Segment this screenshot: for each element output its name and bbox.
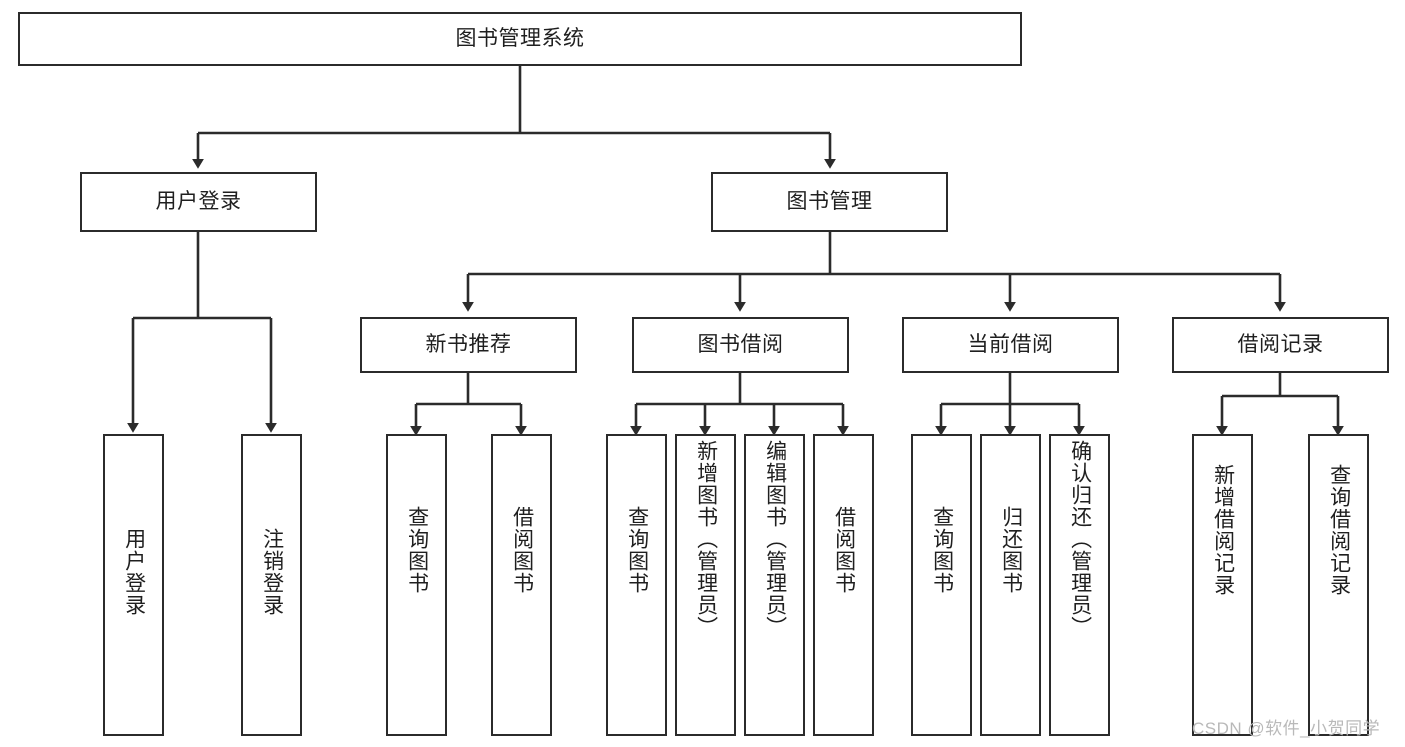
- leaf-query-book-2-label: 查询图书: [625, 506, 649, 594]
- leaf-query-book-3-label: 查询图书: [930, 506, 954, 594]
- leaf-query-book-1[interactable]: 查询图书: [386, 434, 447, 736]
- node-current-borrow-label: 当前借阅: [967, 332, 1054, 356]
- node-book-management[interactable]: 图书管理: [711, 172, 948, 232]
- leaf-confirm-return[interactable]: 确认归还（管理员）: [1049, 434, 1110, 736]
- leaf-edit-book[interactable]: 编辑图书（管理员）: [744, 434, 805, 736]
- node-user-login[interactable]: 用户登录: [80, 172, 317, 232]
- leaf-confirm-return-label: 确认归还（管理员）: [1068, 440, 1092, 638]
- leaf-return-book[interactable]: 归还图书: [980, 434, 1041, 736]
- leaf-borrow-book-2-label: 借阅图书: [832, 506, 856, 594]
- watermark: CSDN @软件_小贺同学: [1192, 719, 1381, 738]
- leaf-query-record-label: 查询借阅记录: [1327, 464, 1351, 596]
- leaf-query-book-3[interactable]: 查询图书: [911, 434, 972, 736]
- leaf-user-login[interactable]: 用户登录: [103, 434, 164, 736]
- leaf-add-record[interactable]: 新增借阅记录: [1192, 434, 1253, 736]
- leaf-add-record-label: 新增借阅记录: [1211, 464, 1235, 596]
- node-root-label: 图书管理系统: [455, 26, 585, 50]
- node-user-login-label: 用户登录: [155, 189, 242, 213]
- node-borrow-record-label: 借阅记录: [1237, 332, 1324, 356]
- node-borrow-record[interactable]: 借阅记录: [1172, 317, 1389, 373]
- leaf-edit-book-label: 编辑图书（管理员）: [763, 440, 787, 638]
- node-book-management-label: 图书管理: [786, 189, 873, 213]
- leaf-return-book-label: 归还图书: [999, 506, 1023, 594]
- node-new-book-recommend-label: 新书推荐: [425, 332, 512, 356]
- leaf-user-login-label: 用户登录: [122, 528, 146, 616]
- leaf-add-book[interactable]: 新增图书（管理员）: [675, 434, 736, 736]
- leaf-borrow-book-2[interactable]: 借阅图书: [813, 434, 874, 736]
- node-book-borrow-label: 图书借阅: [697, 332, 784, 356]
- leaf-query-book-2[interactable]: 查询图书: [606, 434, 667, 736]
- leaf-logout-login-label: 注销登录: [260, 528, 284, 616]
- leaf-borrow-book-1[interactable]: 借阅图书: [491, 434, 552, 736]
- leaf-borrow-book-1-label: 借阅图书: [510, 506, 534, 594]
- leaf-add-book-label: 新增图书（管理员）: [694, 440, 718, 638]
- node-current-borrow[interactable]: 当前借阅: [902, 317, 1119, 373]
- node-root[interactable]: 图书管理系统: [18, 12, 1022, 66]
- leaf-query-book-1-label: 查询图书: [405, 506, 429, 594]
- leaf-query-record[interactable]: 查询借阅记录: [1308, 434, 1369, 736]
- node-book-borrow[interactable]: 图书借阅: [632, 317, 849, 373]
- node-new-book-recommend[interactable]: 新书推荐: [360, 317, 577, 373]
- leaf-logout-login[interactable]: 注销登录: [241, 434, 302, 736]
